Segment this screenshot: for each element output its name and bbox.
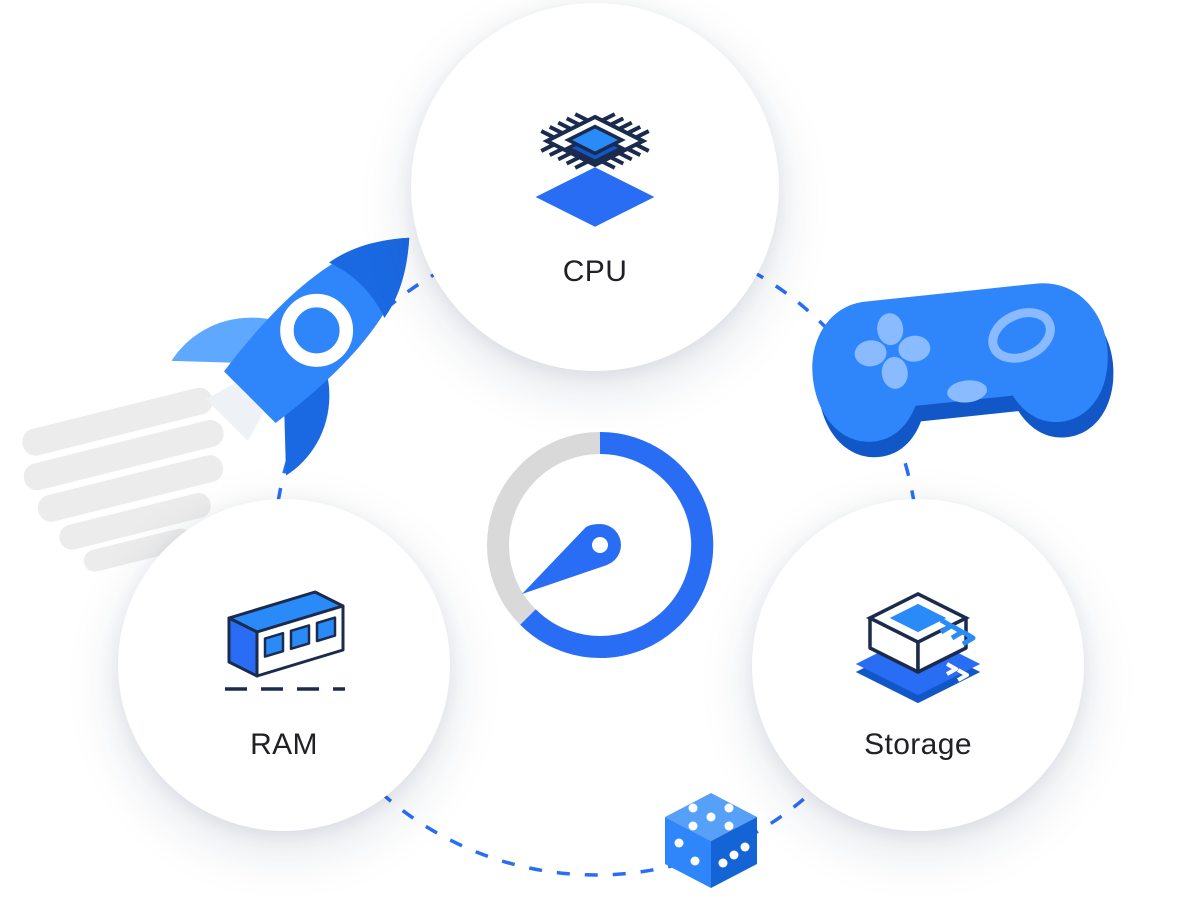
dice-icon [665,793,757,888]
node-ram-label: RAM [250,728,318,761]
node-cpu-label: CPU [562,255,628,288]
gamepad-dpad [854,313,931,389]
rocket-smoke-icon [22,387,224,572]
node-ram: RAM [118,499,450,831]
cpu-chip-icon [535,85,655,227]
gamepad-button-oval [947,380,988,403]
gamepad-icon [812,283,1114,458]
node-cpu: CPU [411,3,779,371]
rocket-window [280,293,354,367]
gamepad-button-ring [988,308,1055,363]
node-storage-label: Storage [864,728,972,761]
rocket-icon [171,237,410,476]
ram-module-icon [225,590,345,691]
node-storage: Storage [752,499,1084,831]
storage-drive-icon [855,568,981,704]
speedometer-gauge-icon [487,431,714,658]
